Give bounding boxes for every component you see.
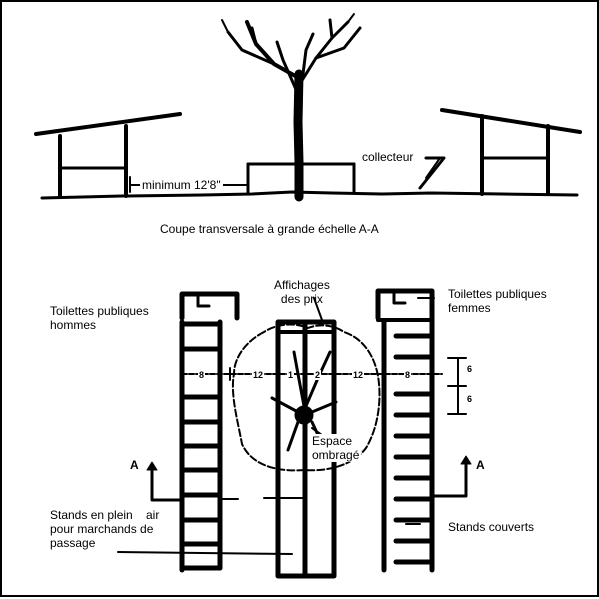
plan-cross-line <box>219 497 303 500</box>
shaded-area-line-2: ombragé <box>312 448 360 462</box>
men-toilets-line-2: hommes <box>50 318 97 332</box>
section-marker-right-label: A <box>476 458 485 472</box>
tree <box>221 13 362 202</box>
price-display-line-1: Affichages <box>274 278 330 292</box>
section-caption: Coupe transversale à grande échelle A-A <box>160 222 379 236</box>
open-air-stands-line-3: passage <box>50 536 96 550</box>
women-toilets-outline <box>375 288 435 321</box>
dim-left-8: 8 <box>198 370 206 380</box>
open-air-stands-line-1: Stands en plein <box>50 508 133 522</box>
open-air-stands-line-1b: air <box>146 508 160 522</box>
ground-line <box>40 190 579 200</box>
dim-left-12: 12 <box>252 370 265 380</box>
minimum-clearance-label: minimum 12'8" <box>140 178 223 192</box>
plan-drawing <box>117 288 472 579</box>
men-toilets-line-1: Toilettes publiques <box>50 304 149 318</box>
dim-center-2: 2 <box>314 370 322 380</box>
covered-stands-label: Stands couverts <box>448 520 535 534</box>
section-marker-left-label: A <box>130 458 139 472</box>
left-stand-column <box>179 319 223 573</box>
collector-drain <box>418 156 446 190</box>
cross-section-drawing <box>34 13 582 202</box>
women-toilets-line-2: femmes <box>448 301 491 315</box>
vertical-dimension-bracket <box>447 357 467 415</box>
men-toilets-label: Toilettes publiques hommes <box>50 304 149 332</box>
right-shelter <box>440 108 582 196</box>
section-marker-right <box>430 455 472 498</box>
shaded-area-label: Espace ombragé <box>310 434 362 462</box>
open-air-stands-line-2: pour marchands de <box>50 522 154 536</box>
shaded-area-line-1: Espace <box>312 434 353 448</box>
left-shelter <box>34 112 182 199</box>
section-marker-left <box>146 461 184 502</box>
dim-center-1: 1 <box>287 370 295 380</box>
price-display-label: Affichages des prix <box>274 278 330 306</box>
dim-lower-6: 6 <box>466 394 474 404</box>
women-toilets-label: Toilettes publiques femmes <box>448 287 547 315</box>
right-stand-column <box>376 315 435 573</box>
dim-upper-6: 6 <box>466 364 474 374</box>
open-air-stands-label: Stands en plein air pour marchands de pa… <box>50 508 159 550</box>
price-display-pointer <box>313 297 323 321</box>
collector-label: collecteur <box>362 150 414 164</box>
horizontal-dimension-line <box>181 367 443 381</box>
women-toilets-line-1: Toilettes publiques <box>448 287 547 301</box>
men-toilets-outline <box>179 291 240 321</box>
open-air-stands-leader <box>117 551 293 555</box>
price-display-line-2: des prix <box>280 292 323 306</box>
dim-right-12: 12 <box>352 370 365 380</box>
dim-right-8: 8 <box>404 370 412 380</box>
